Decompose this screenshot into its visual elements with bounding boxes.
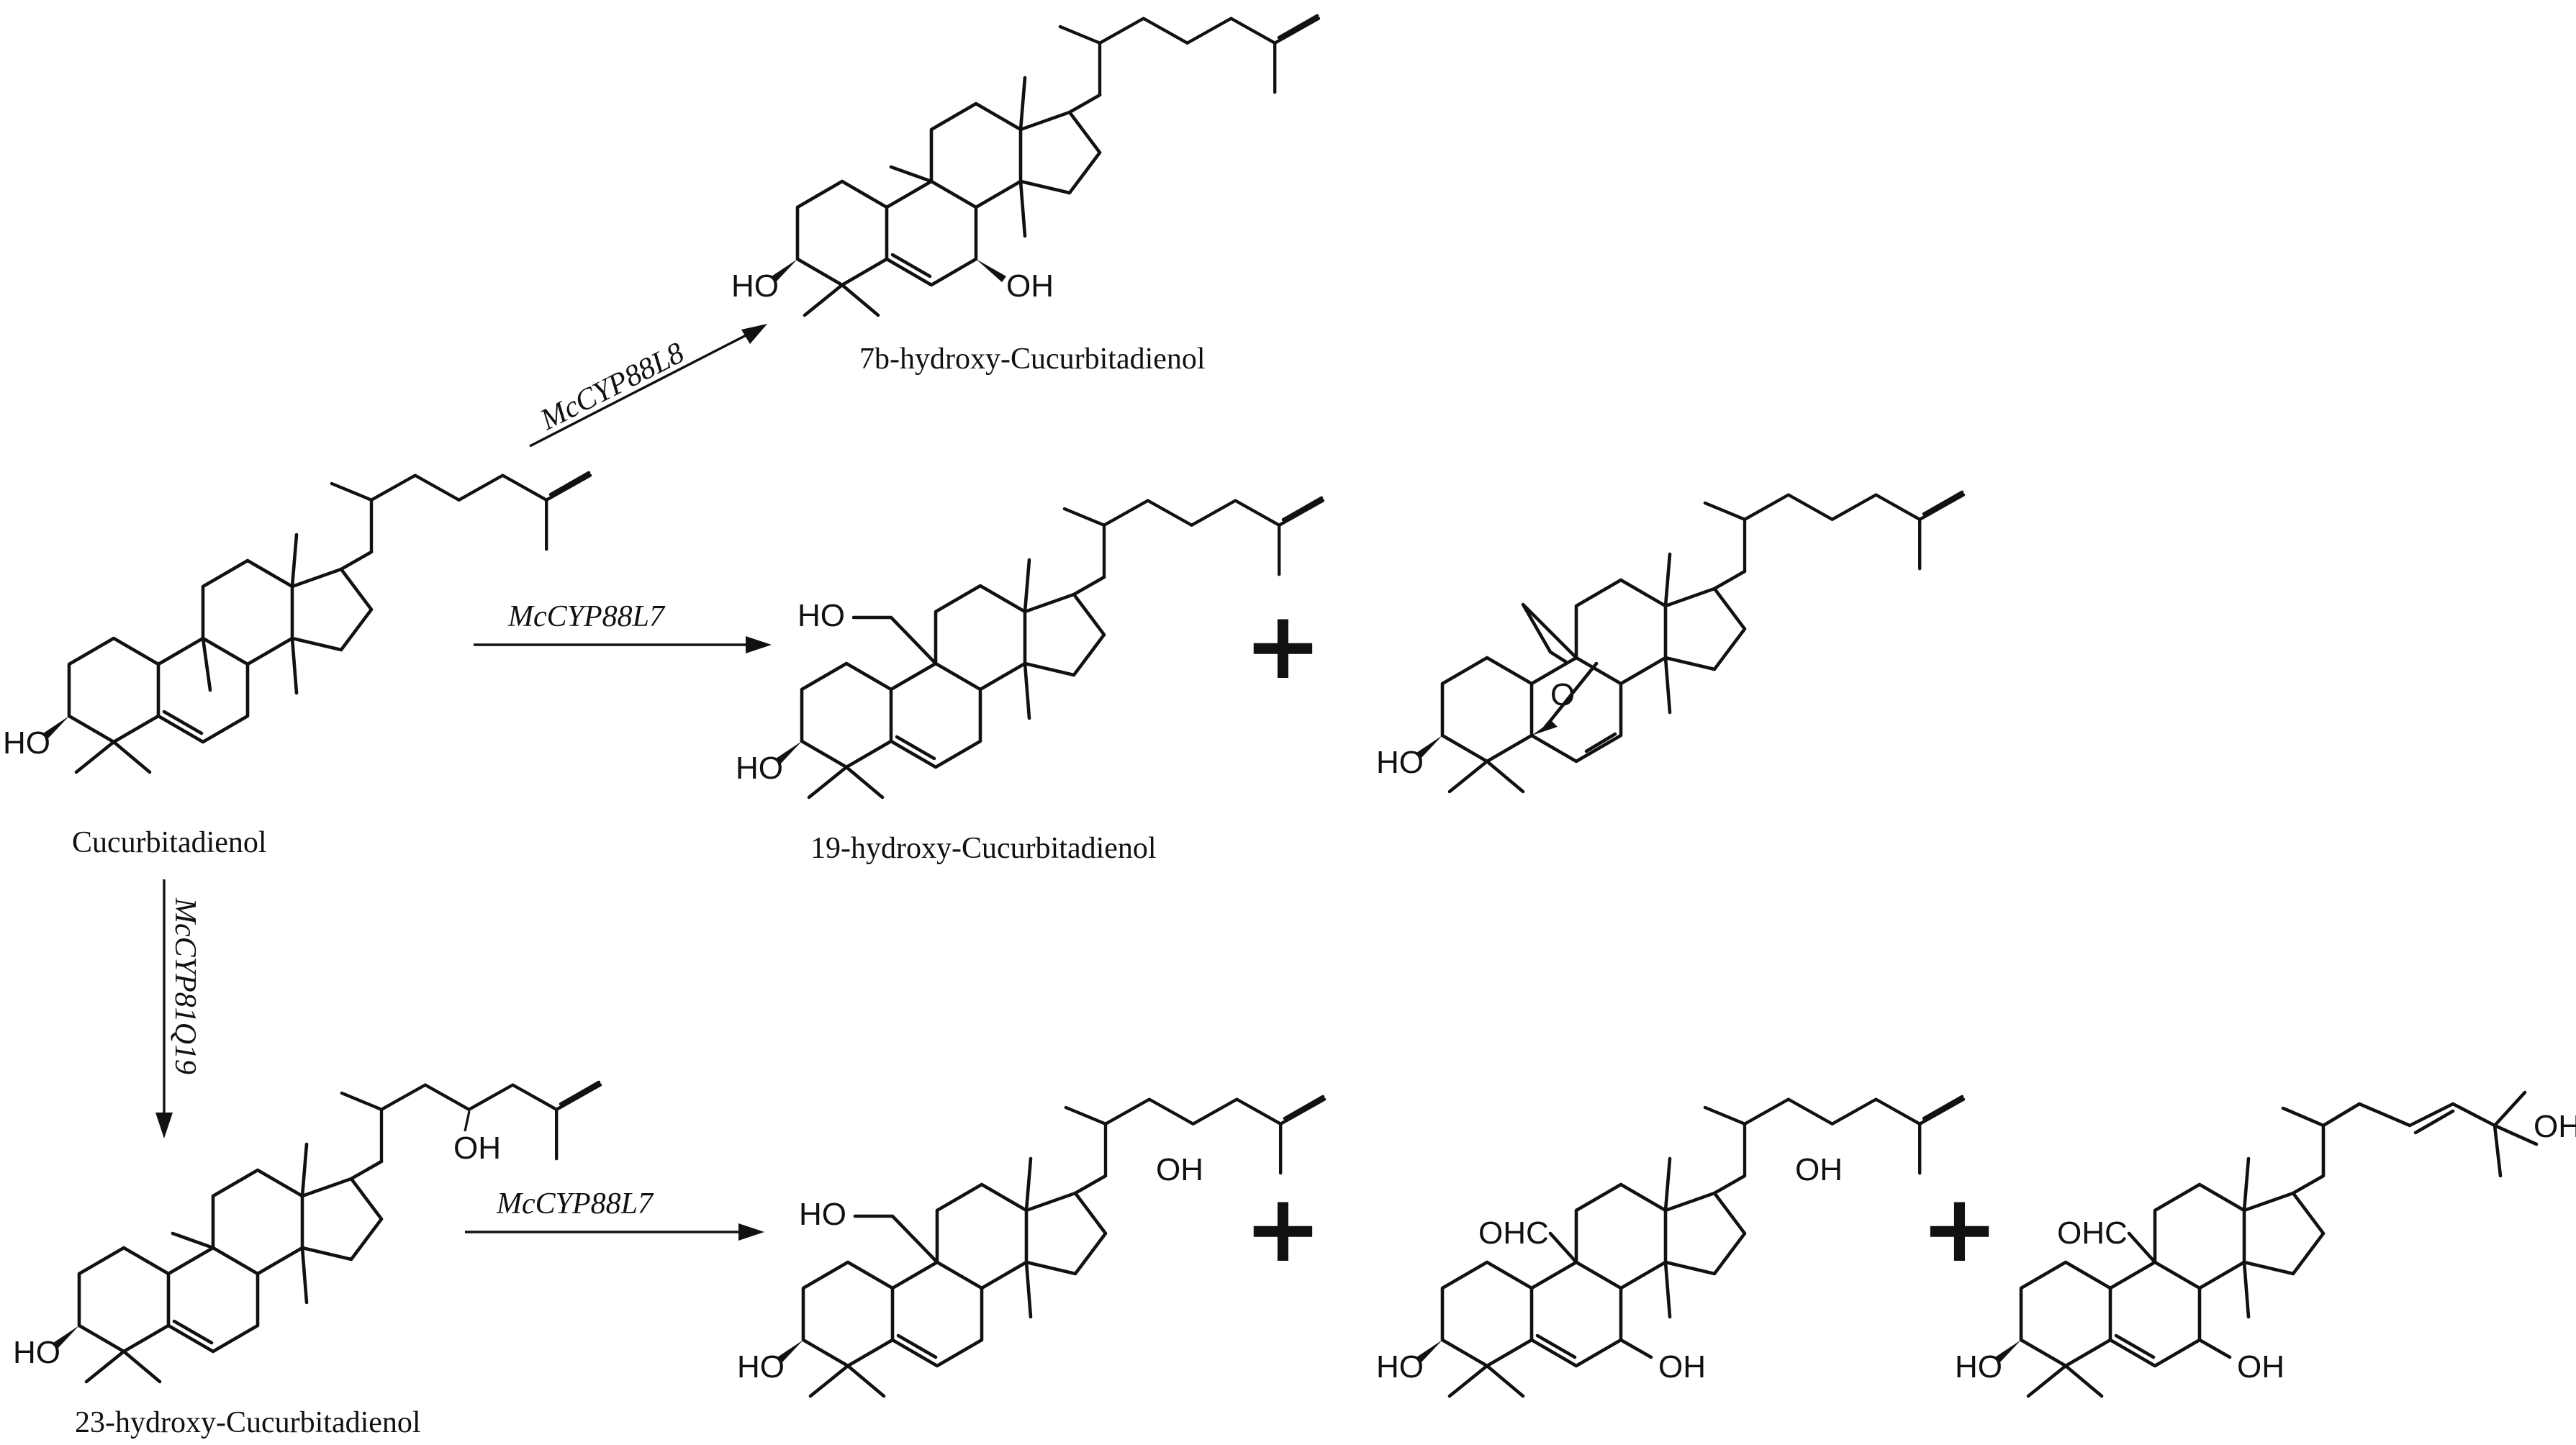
atom-ho: HO	[1955, 1349, 2002, 1385]
compound-7b-hydroxy-cucurbitadienol: HO OH	[731, 16, 1319, 317]
atom-ohc: OHC	[1478, 1215, 1549, 1251]
atom-ohc: OHC	[2057, 1215, 2128, 1251]
plus-sign-2: +	[1244, 1174, 1322, 1283]
enzyme-mccyp81q19: McCYP81Q19	[168, 897, 202, 1074]
arrowhead-mccyp81q19	[155, 1113, 173, 1138]
label-7b-hydroxy-cucurbitadienol: 7b-hydroxy-Cucurbitadienol	[859, 343, 1206, 376]
compound-19-oxo-7-25-dihydroxy-cucurbitadienol: HO OHC OH OH	[1955, 1090, 2576, 1398]
compound-19-23-dihydroxy-cucurbitadienol: HO HO OH	[737, 1097, 1324, 1398]
atom-o-bridge: O	[1550, 677, 1575, 712]
atom-ho: HO	[736, 751, 783, 786]
enzyme-mccyp88l7-top: McCYP88L7	[507, 600, 666, 633]
plus-sign-3: +	[1920, 1174, 1999, 1283]
arrowhead-mccyp88l7-top	[746, 636, 772, 653]
arrowhead-mccyp88l7-bottom	[738, 1223, 764, 1241]
plus-sign-1: +	[1244, 591, 1322, 700]
atom-ho: HO	[1376, 745, 1424, 780]
atom-ho-19: HO	[799, 1197, 846, 1232]
enzyme-mccyp88l8: McCYP88L8	[535, 336, 690, 437]
atom-ho: HO	[3, 725, 50, 761]
atom-ho: HO	[13, 1335, 60, 1370]
atom-ho: HO	[731, 268, 779, 304]
compound-cucurbitadienol: HO	[3, 473, 590, 774]
atom-oh-23: OH	[1156, 1152, 1203, 1187]
label-cucurbitadienol: Cucurbitadienol	[72, 826, 267, 859]
atom-ho: HO	[1376, 1349, 1424, 1385]
arrow-mccyp88l8	[529, 330, 755, 448]
atom-oh-7: OH	[1658, 1349, 1706, 1385]
atom-oh-23: OH	[1795, 1152, 1843, 1187]
atom-ho-19: HO	[797, 598, 845, 633]
label-19-hydroxy-cucurbitadienol: 19-hydroxy-Cucurbitadienol	[810, 832, 1157, 865]
arrowhead-mccyp88l8	[741, 324, 767, 344]
atom-ho: HO	[737, 1349, 785, 1385]
atom-oh: OH	[1006, 268, 1054, 304]
enzyme-mccyp88l7-bottom: McCYP88L7	[496, 1187, 654, 1220]
compound-5-19-epoxy-cucurbitadienol: HO O	[1376, 492, 1963, 794]
atom-oh-25: OH	[2534, 1109, 2576, 1144]
compound-19-hydroxy-cucurbitadienol: HO HO	[736, 498, 1323, 799]
compound-23-hydroxy-cucurbitadienol: HO OH	[13, 1082, 600, 1384]
atom-oh-7: OH	[2237, 1349, 2284, 1385]
atom-oh-23: OH	[453, 1131, 501, 1166]
compound-19-oxo-7-23-dihydroxy-cucurbitadienol: HO OHC OH OH	[1376, 1097, 1963, 1398]
label-23-hydroxy-cucurbitadienol: 23-hydroxy-Cucurbitadienol	[75, 1406, 421, 1439]
